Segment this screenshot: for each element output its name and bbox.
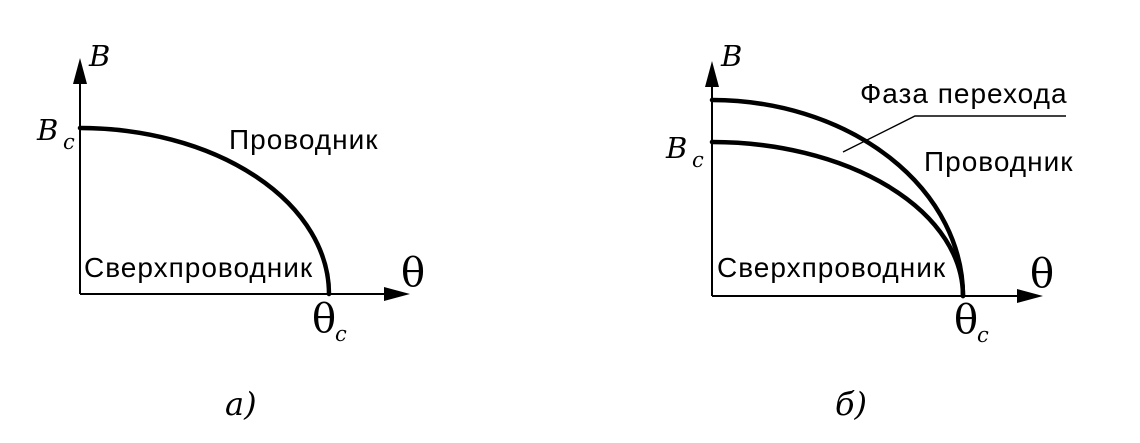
panel-b-x-axis-label: θ [1030, 251, 1054, 297]
panel-b: B B c Фаза перехода Проводник Сверхпрово… [665, 39, 1073, 423]
panel-a: B B c Проводник Сверхпроводник θ θ c а) [36, 39, 425, 423]
panel-a-theta-c-subscript: c [335, 322, 347, 346]
panel-a-region-superconductor-label: Сверхпроводник [84, 252, 313, 283]
panel-b-bc-subscript: c [692, 148, 704, 172]
panel-b-caption: б) [835, 385, 867, 423]
panel-b-annotation-label: Фаза перехода [860, 78, 1068, 109]
panel-a-bc-subscript: c [63, 130, 75, 154]
panel-a-caption: а) [225, 385, 257, 423]
panel-b-region-conductor-label: Проводник [924, 146, 1073, 177]
panel-a-y-axis-arrowhead [73, 58, 87, 84]
panel-b-x-axis-arrowhead [1017, 289, 1043, 303]
panel-b-y-axis-arrowhead [705, 61, 719, 87]
panel-a-critical-curve [77, 125, 332, 297]
panel-b-theta-c-label: θ [954, 297, 978, 343]
panel-b-region-superconductor-label: Сверхпроводник [717, 252, 946, 283]
panel-b-theta-c-subscript: c [977, 323, 989, 347]
panel-a-region-conductor-label: Проводник [229, 124, 378, 155]
panel-b-lower-critical-curve [709, 139, 966, 299]
panel-b-upper-critical-curve [709, 97, 966, 299]
panel-a-x-axis-arrowhead [384, 287, 410, 301]
panel-b-bc-label: B [665, 131, 687, 165]
panel-b-y-axis-label: B [720, 39, 742, 73]
panel-a-bc-label: B [36, 113, 58, 147]
panel-a-x-axis-label: θ [401, 250, 425, 296]
panel-b-annotation-leader-line [842, 115, 1066, 153]
panel-a-y-axis-label: B [88, 39, 110, 73]
panel-a-theta-c-label: θ [312, 296, 336, 342]
